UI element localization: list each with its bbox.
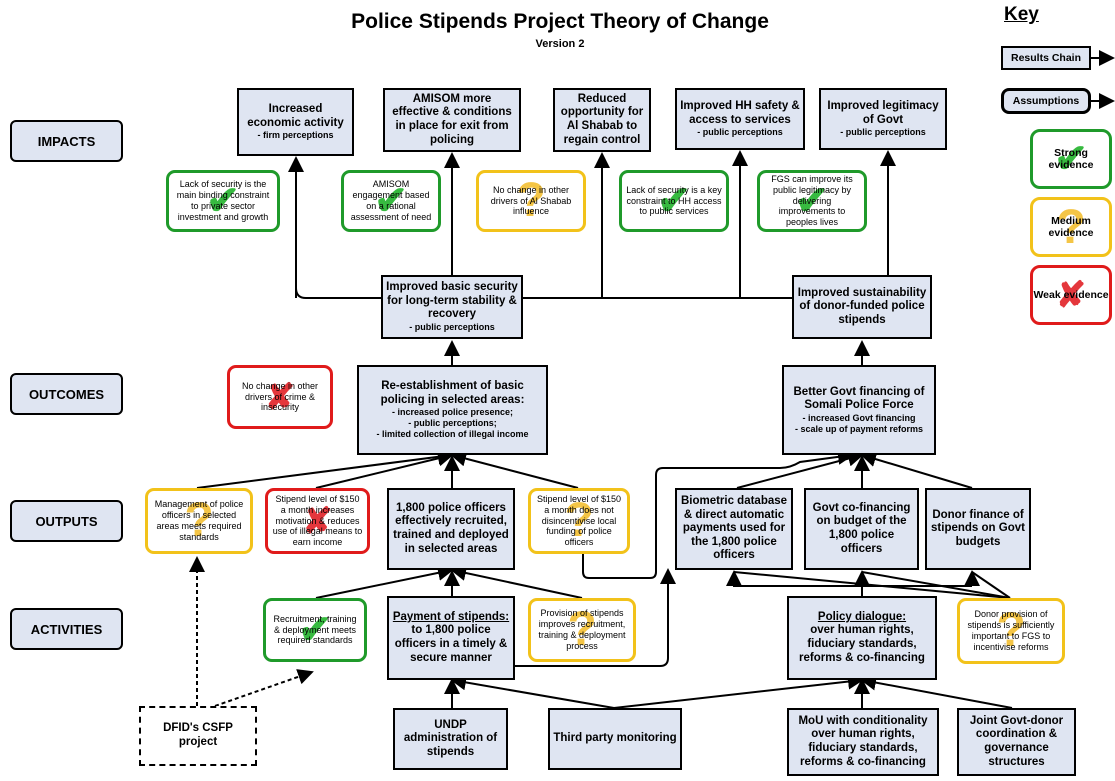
assumption-box: ✔ Lack of security is the main binding c… [166,170,280,232]
check-icon: ✔ [1054,137,1088,181]
output-box-donor-finance: Donor finance of stipends on Govt budget… [925,488,1031,570]
assumption-box: ? Management of police officers in selec… [145,488,253,554]
input-box-coordination: Joint Govt-donor coordination & governan… [957,708,1076,776]
impact-box: Improved legitimacy of Govt- public perc… [819,88,947,150]
page-title: Police Stipends Project Theory of Change [351,10,769,33]
output-box-recruited: 1,800 police officers effectively recrui… [387,488,515,570]
assumption-box: ? No change in other drivers of Al Shaba… [476,170,586,232]
assumption-box: ✔ Recruitment, training & deployment mee… [263,598,367,662]
question-icon: ? [996,604,1026,658]
page-subtitle: Version 2 [535,38,585,50]
check-icon: ✔ [206,179,240,223]
question-icon: ? [1056,200,1086,254]
check-icon: ✔ [657,179,691,223]
output-box-biometric: Biometric database & direct automatic pa… [675,488,793,570]
impact-box: Reduced opportunity for Al Shabab to reg… [553,88,651,152]
row-label-outcomes: OUTCOMES [10,373,123,415]
input-box-monitoring: Third party monitoring [548,708,682,770]
row-label-activities: ACTIVITIES [10,608,123,650]
key-weak-evidence: ✘ Weak evidence [1030,265,1112,325]
assumption-box: ? Donor provision of stipends is suffici… [957,598,1065,664]
check-icon: ✔ [374,179,408,223]
cross-icon: ✘ [1055,274,1087,315]
impact-box: AMISOM more effective & conditions in pl… [383,88,521,152]
assumption-box: ? Stipend level of $150 a month does not… [528,488,630,554]
question-icon: ? [567,603,597,657]
assumption-box: ? Provision of stipends improves recruit… [528,598,636,662]
activity-box-policy: Policy dialogue:over human rights, fiduc… [787,596,937,680]
input-box-mou: MoU with conditionality over human right… [787,708,939,776]
outcome-box-policing: Re-establishment of basic policing in se… [357,365,548,455]
key-results-chain: Results Chain [1001,46,1091,70]
assumption-box: ✔ Lack of security is a key constraint t… [619,170,729,232]
output-box-cofinancing: Govt co-financing on budget of the 1,800… [804,488,919,570]
question-icon: ? [184,494,214,548]
row-label-outputs: OUTPUTS [10,500,123,542]
intermediate-box-security: Improved basic security for long-term st… [381,275,523,339]
key-heading: Key [1004,4,1039,25]
activity-box-payment: Payment of stipends:to 1,800 police offi… [387,596,515,680]
cross-icon: ✘ [302,500,333,542]
intermediate-box-sustainability: Improved sustainability of donor-funded … [792,275,932,339]
check-icon: ✔ [795,179,829,223]
impact-box: Improved HH safety & access to services-… [675,88,805,150]
cross-icon: ✘ [264,376,296,418]
row-label-impacts: IMPACTS [10,120,123,162]
assumption-box: ✘ Stipend level of $150 a month increase… [265,488,370,554]
outcome-box-financing: Better Govt financing of Somali Police F… [782,365,936,455]
key-medium-evidence: ? Medium evidence [1030,197,1112,257]
impact-box: Increased economic activity- firm percep… [237,88,354,156]
key-assumptions: Assumptions [1001,88,1091,114]
check-icon: ✔ [298,608,332,652]
assumption-box: ✘ No change in other drivers of crime & … [227,365,333,429]
input-box-csfp: DFID's CSFP project [139,706,257,766]
input-box-undp: UNDP administration of stipends [393,708,508,770]
assumption-box: ✔ FGS can improve its public legitimacy … [757,170,867,232]
assumption-box: ✔ AMISOM engagement based on a rational … [341,170,441,232]
question-icon: ? [564,494,594,548]
question-icon: ? [516,174,546,228]
key-strong-evidence: ✔ Strong evidence [1030,129,1112,189]
